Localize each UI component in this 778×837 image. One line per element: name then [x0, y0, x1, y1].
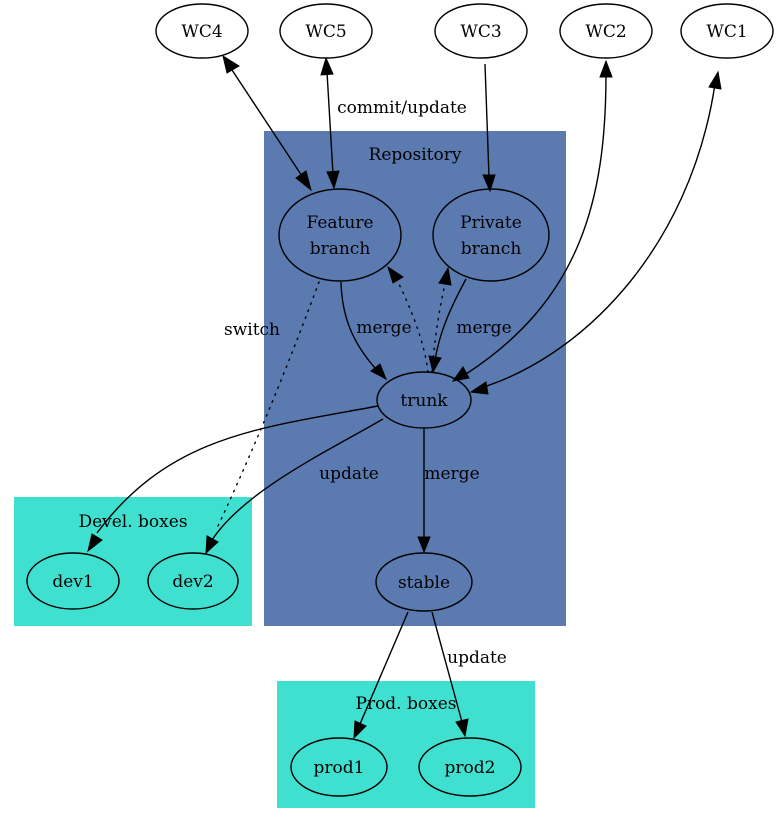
edge-stable-prod1	[359, 611, 409, 725]
arrowhead-wc4-end	[222, 54, 240, 74]
cluster-devel-boxes: Devel. boxes	[14, 497, 252, 626]
node-wc3-shape	[434, 3, 528, 59]
arrowhead-wc1-end	[708, 70, 722, 90]
arrowhead-dev2-from-trunk	[205, 535, 219, 555]
cluster-devel-label: Devel. boxes	[78, 512, 187, 532]
node-feature-branch[interactable]: Feature branch	[278, 188, 402, 282]
cluster-repository-label: Repository	[369, 145, 462, 165]
cluster-prod-boxes: Prod. boxes	[277, 681, 535, 808]
node-wc5-label: WC5	[305, 22, 346, 42]
node-trunk[interactable]: trunk	[376, 371, 472, 429]
edge-label-merge-stable: merge	[424, 464, 479, 484]
node-dev2-shape	[147, 552, 239, 610]
node-prod1[interactable]: prod1	[290, 737, 388, 797]
node-private-branch-shape	[432, 188, 550, 282]
node-wc3[interactable]: WC3	[434, 3, 528, 59]
arrowheads	[87, 54, 722, 740]
cluster-devel-background	[14, 497, 252, 626]
arrowhead-private-from-trunk-dotted	[438, 266, 452, 286]
node-private-branch-label-line2: branch	[461, 239, 522, 259]
edge-wc1-trunk	[473, 83, 716, 391]
edge-wc3-private	[484, 63, 490, 178]
node-feature-branch-label-line2: branch	[310, 239, 371, 259]
arrowhead-feature-from-wc4	[295, 170, 312, 192]
node-wc1[interactable]: WC1	[680, 3, 774, 59]
node-wc4-label: WC4	[181, 22, 222, 42]
arrowhead-feature-from-wc5	[326, 170, 340, 190]
arrowhead-wc2-end	[599, 59, 613, 78]
node-dev1[interactable]: dev1	[26, 552, 120, 610]
edge-wc5-feature	[326, 71, 334, 175]
edge-wc4-feature	[231, 69, 303, 177]
arrowhead-trunk-from-private	[428, 355, 442, 374]
node-prod1-label: prod1	[314, 758, 365, 778]
node-wc3-label: WC3	[460, 22, 501, 42]
node-stable[interactable]: stable	[375, 552, 473, 612]
edge-trunk-feature-dotted	[396, 279, 429, 373]
node-dev2-label: dev2	[172, 572, 213, 592]
node-feature-branch-label-line1: Feature	[306, 213, 373, 233]
arrowhead-trunk-from-wc1	[469, 381, 489, 395]
node-wc5-shape	[279, 3, 373, 59]
node-private-branch-label-line1: Private	[460, 213, 522, 233]
edge-feature-dev2-switch	[217, 281, 320, 527]
cluster-prod-background	[277, 681, 535, 808]
edge-wc2-trunk	[465, 73, 607, 375]
cluster-repository: Repository	[264, 131, 566, 626]
node-dev1-label: dev1	[52, 572, 93, 592]
node-trunk-shape	[376, 371, 472, 429]
node-private-branch[interactable]: Private branch	[432, 188, 550, 282]
node-wc2[interactable]: WC2	[559, 3, 653, 59]
node-prod2-label: prod2	[445, 758, 496, 778]
arrowhead-wc5-end	[320, 56, 334, 76]
node-prod2-shape	[418, 737, 522, 797]
edge-label-merge-private: merge	[456, 318, 511, 338]
node-wc1-shape	[680, 3, 774, 59]
edge-trunk-dev1	[96, 405, 379, 534]
arrowhead-feature-from-trunk-dotted	[387, 265, 404, 284]
node-prod1-shape	[290, 737, 388, 797]
arrowhead-trunk-from-wc2	[451, 366, 470, 382]
edge-trunk-dev2	[211, 418, 384, 541]
arrowhead-dev1-from-trunk	[87, 533, 103, 553]
edge-label-commit-update: commit/update	[337, 98, 467, 118]
node-dev1-shape	[26, 552, 120, 610]
edge-label-switch: switch	[224, 320, 280, 340]
edge-private-trunk	[434, 278, 467, 361]
node-stable-label: stable	[398, 573, 450, 593]
edge-label-update-prod: update	[447, 648, 507, 668]
node-dev2[interactable]: dev2	[147, 552, 239, 610]
node-wc2-label: WC2	[585, 22, 626, 42]
cluster-repository-background	[264, 131, 566, 626]
node-wc1-label: WC1	[706, 22, 747, 42]
node-stable-shape	[375, 552, 473, 612]
node-wc4[interactable]: WC4	[155, 3, 249, 59]
node-wc5[interactable]: WC5	[279, 3, 373, 59]
cluster-prod-label: Prod. boxes	[356, 694, 457, 714]
arrowhead-prod1-from-stable	[353, 720, 367, 740]
edge-labels: commit/update switch merge merge update …	[224, 98, 512, 668]
node-feature-branch-shape	[278, 188, 402, 282]
edge-feature-trunk	[340, 281, 376, 369]
node-trunk-label: trunk	[400, 391, 448, 411]
arrowhead-trunk-from-feature	[370, 363, 387, 381]
node-wc2-shape	[559, 3, 653, 59]
arrowhead-prod2-from-stable	[455, 718, 469, 738]
edge-stable-prod2	[431, 611, 463, 723]
node-wc4-shape	[155, 3, 249, 59]
edge-label-merge-feature: merge	[356, 318, 411, 338]
edge-label-update-dev: update	[319, 464, 379, 484]
node-prod2[interactable]: prod2	[418, 737, 522, 797]
arrowhead-stable-from-trunk	[417, 536, 431, 554]
arrowhead-private-from-wc3	[482, 174, 496, 193]
